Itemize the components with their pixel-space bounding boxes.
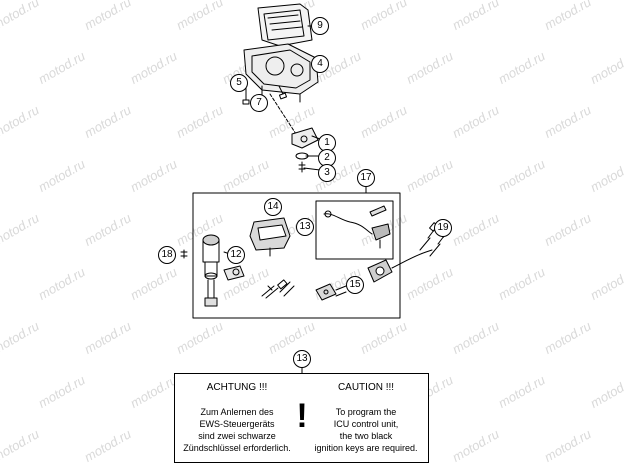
part-18-screw — [180, 249, 188, 259]
caution-notice-label: ACHTUNG !!! Zum Anlernen des EWS-Steuerg… — [174, 373, 429, 463]
callout-13-notice: 13 — [293, 350, 311, 368]
callout-1: 1 — [318, 134, 336, 152]
notice-english-line: ICU control unit, — [333, 419, 399, 429]
notice-german-heading: ACHTUNG !!! — [206, 382, 268, 393]
callout-17: 17 — [357, 169, 375, 187]
notice-english-text: CAUTION !!! To program the ICU control u… — [310, 382, 422, 454]
callout-5: 5 — [230, 74, 248, 92]
part-5-screw — [242, 87, 250, 105]
part-13-antenna-set — [323, 205, 391, 249]
callout-4: 4 — [311, 55, 329, 73]
callout-3: 3 — [318, 164, 336, 182]
part-9-dashboard-cover — [257, 3, 313, 47]
part-13-sub-frame — [315, 200, 394, 260]
part-15-ignition-switch — [355, 249, 433, 287]
callout-18: 18 — [158, 246, 176, 264]
part-3-screw — [298, 161, 306, 173]
notice-german-line: EWS-Steuergeräts — [199, 419, 275, 429]
callout-19: 19 — [434, 219, 452, 237]
notice-english-line: To program the — [335, 407, 397, 417]
part-12-ignition-lock — [202, 234, 245, 307]
notice-english-line: ignition keys are required. — [314, 443, 418, 453]
notice-german-line: Zündschlüssel erforderlich. — [183, 443, 291, 453]
connector-plug — [315, 283, 347, 301]
part-17-group-frame — [192, 192, 401, 319]
notice-english-heading: CAUTION !!! — [337, 382, 395, 393]
part-14-receiver-housing — [249, 217, 291, 257]
callout-9: 9 — [311, 17, 329, 35]
callout-13-parts: 13 — [296, 218, 314, 236]
notice-german-line: sind zwei schwarze — [198, 431, 276, 441]
connector-pins — [261, 279, 295, 299]
part-7-screw — [278, 85, 288, 100]
callout-15: 15 — [346, 276, 364, 294]
exclamation-icon: ! — [296, 397, 308, 435]
callout-14: 14 — [264, 198, 282, 216]
callout-7: 7 — [250, 94, 268, 112]
notice-german-line: Zum Anlernen des — [200, 407, 274, 417]
part-1-bracket — [291, 127, 319, 149]
notice-english-line: the two black — [339, 431, 393, 441]
notice-german-text: ACHTUNG !!! Zum Anlernen des EWS-Steuerg… — [181, 382, 293, 454]
part-4-instrument-cluster — [243, 43, 319, 103]
callout-12: 12 — [227, 246, 245, 264]
